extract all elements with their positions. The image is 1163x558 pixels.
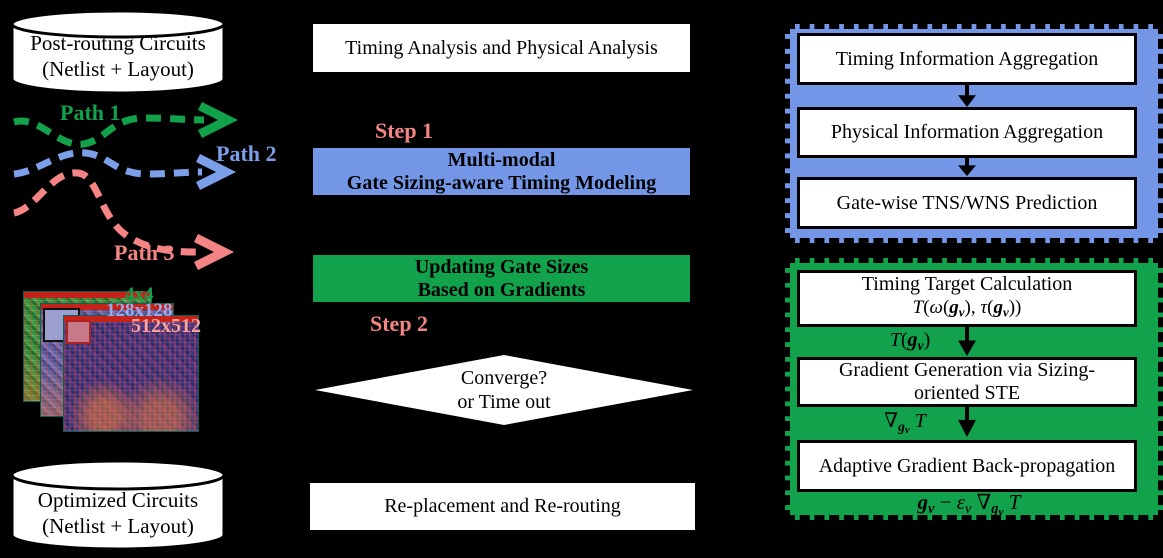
analysis-box: Timing Analysis and Physical Analysis bbox=[313, 24, 690, 72]
stage-timing-aggregation: Timing Information Aggregation bbox=[797, 33, 1137, 85]
path-2-arrow-icon bbox=[195, 153, 237, 191]
stage-gradient-generation: Gradient Generation via Sizing- oriented… bbox=[797, 357, 1137, 407]
stage-tns-wns-prediction: Gate-wise TNS/WNS Prediction bbox=[797, 177, 1137, 229]
gradient-formula-label: ∇gv T bbox=[884, 410, 926, 437]
input-db-title: Post-routing Circuits bbox=[30, 31, 206, 55]
layout-image-stack: 4x4 128x128 512x512 bbox=[20, 285, 205, 435]
resolution-label-4x4: 4x4 bbox=[125, 284, 154, 305]
resolution-label-512: 512x512 bbox=[131, 315, 201, 337]
layout-toolbar-stripe bbox=[41, 304, 173, 310]
layout-legend-box bbox=[66, 320, 91, 344]
step-2-label: Step 2 bbox=[370, 311, 429, 336]
decision-diamond: Converge? or Time out bbox=[315, 355, 693, 425]
replace-box: Re-placement and Re-routing bbox=[310, 483, 695, 530]
update-box-line1: Updating Gate Sizes bbox=[414, 255, 589, 278]
replace-box-label: Re-placement and Re-routing bbox=[384, 495, 621, 517]
down-arrow-icon bbox=[956, 327, 978, 356]
path-3-curve bbox=[12, 169, 197, 256]
stage-label: Adaptive Gradient Back-propagation bbox=[818, 454, 1116, 477]
down-arrow-icon bbox=[956, 85, 978, 107]
path-2-label: Path 2 bbox=[216, 141, 277, 166]
cylinder-shape-icon bbox=[10, 9, 226, 95]
stage-timing-target: Timing Target Calculation T(ω(gv), τ(gv)… bbox=[797, 270, 1137, 327]
stage-label: Timing Target Calculation bbox=[861, 273, 1073, 296]
layout-toolbar-stripe bbox=[64, 316, 198, 322]
t-gv-formula-label: T(gv) bbox=[889, 329, 931, 353]
output-db-title: Optimized Circuits bbox=[37, 488, 199, 512]
stage-physical-aggregation: Physical Information Aggregation bbox=[797, 107, 1137, 158]
stage-back-propagation: Adaptive Gradient Back-propagation bbox=[797, 440, 1137, 492]
input-database-cylinder: Post-routing Circuits (Netlist + Layout) bbox=[8, 5, 228, 97]
modeling-box: Multi-modal Gate Sizing-aware Timing Mod… bbox=[313, 148, 690, 195]
path-1-curve bbox=[13, 114, 205, 148]
input-db-subtitle: (Netlist + Layout) bbox=[42, 57, 194, 81]
update-box-line2: Based on Gradients bbox=[417, 278, 586, 301]
timing-target-formula: T(ω(gv), τ(gv)) bbox=[912, 297, 1022, 320]
stage-label: Gate-wise TNS/WNS Prediction bbox=[836, 191, 1098, 214]
decision-line2: or Time out bbox=[457, 391, 551, 413]
output-db-subtitle: (Netlist + Layout) bbox=[42, 514, 194, 538]
layout-toolbar-stripe bbox=[24, 292, 151, 298]
down-arrow-icon bbox=[956, 405, 978, 437]
timing-paths-drawing bbox=[12, 101, 239, 271]
path-1-label: Path 1 bbox=[60, 100, 121, 125]
path-1-arrow-icon bbox=[197, 101, 239, 139]
stage-label-line1: Gradient Generation via Sizing- bbox=[838, 359, 1096, 381]
update-box: Updating Gate Sizes Based on Gradients bbox=[313, 255, 690, 302]
down-arrow-icon bbox=[956, 156, 978, 176]
cylinder-shape-icon bbox=[10, 459, 226, 551]
modeling-box-line1: Multi-modal bbox=[447, 148, 556, 171]
layout-image-512 bbox=[63, 315, 199, 432]
analysis-box-label: Timing Analysis and Physical Analysis bbox=[345, 36, 658, 59]
decision-line1: Converge? bbox=[460, 367, 548, 389]
step-1-label: Step 1 bbox=[375, 118, 434, 143]
stage-label-line2: oriented STE bbox=[913, 382, 1021, 404]
update-rule-formula: gv − εv ∇gv T bbox=[917, 490, 1021, 519]
path-3-label: Path 3 bbox=[114, 240, 175, 265]
stage-label: Physical Information Aggregation bbox=[830, 121, 1104, 143]
stage-label: Timing Information Aggregation bbox=[835, 47, 1099, 70]
resolution-label-128: 128x128 bbox=[106, 300, 173, 321]
output-database-cylinder: Optimized Circuits (Netlist + Layout) bbox=[8, 455, 228, 553]
path-3-arrow-icon bbox=[193, 233, 235, 271]
modeling-box-line2: Gate Sizing-aware Timing Modeling bbox=[346, 171, 657, 194]
path-2-curve bbox=[13, 149, 203, 178]
